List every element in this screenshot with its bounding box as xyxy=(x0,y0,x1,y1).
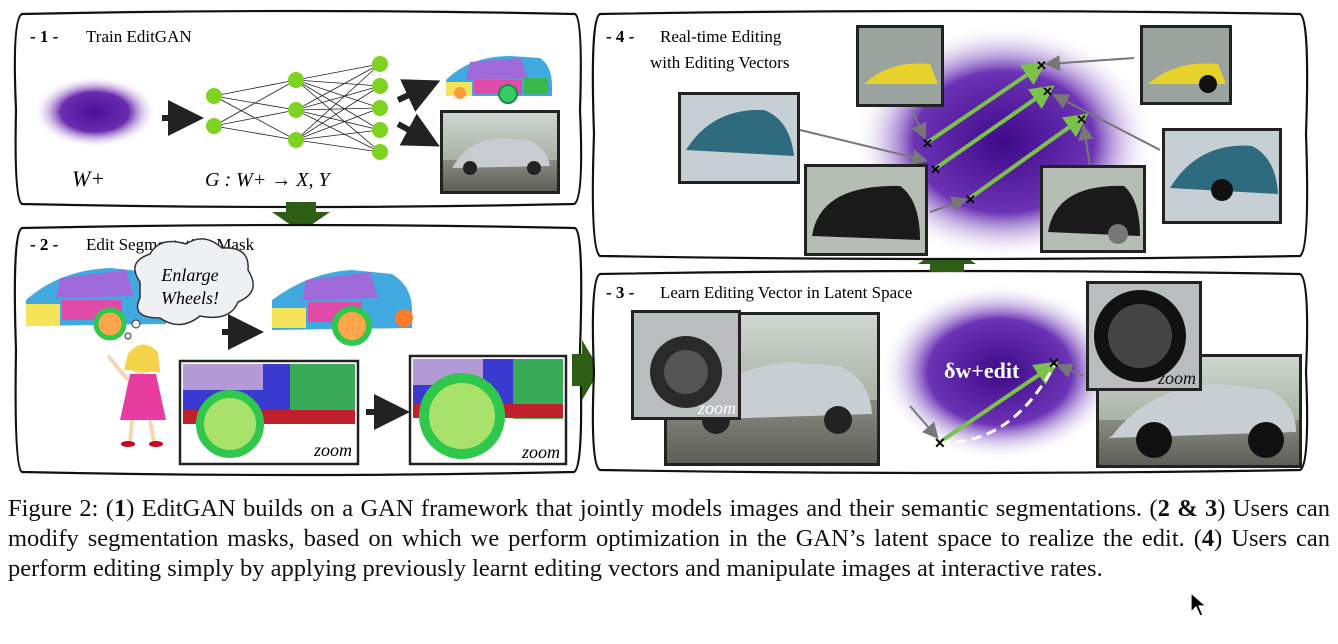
photo-teal-car xyxy=(678,92,800,184)
start-marker: ✕ xyxy=(934,437,946,452)
figure-caption: Figure 2: (1) EditGAN builds on a GAN fr… xyxy=(8,494,1330,584)
arrow-to-image xyxy=(396,113,440,147)
panel-1-title: Train EditGAN xyxy=(86,27,192,46)
svg-text:✕: ✕ xyxy=(1036,58,1047,73)
flow-arrow-1-to-2 xyxy=(272,202,330,232)
network-node xyxy=(372,56,388,72)
edit-vector-arrows: ✕ ✕ ✕ ✕ ✕ ✕ xyxy=(799,55,1161,213)
figure: - 1 - Train EditGAN W+ G : W+ → X, Y xyxy=(13,9,1309,477)
caption-bold-3: 4 xyxy=(1201,525,1215,552)
zoom-after: zoom xyxy=(408,354,568,466)
network-node xyxy=(372,122,388,138)
optimization-path xyxy=(939,365,1056,444)
svg-text:✕: ✕ xyxy=(965,192,976,207)
panel-2-number: - 2 - xyxy=(30,235,59,254)
svg-text:- 1 -: - 1 - xyxy=(30,27,59,46)
zoom-before: zoom xyxy=(178,359,360,466)
caption-bold-1: 1 xyxy=(113,495,127,522)
bubble-line-1: Enlarge xyxy=(160,265,218,285)
source-wheel-zoom: zoom xyxy=(631,310,741,420)
network-node xyxy=(372,100,388,116)
network-node xyxy=(206,118,222,134)
mouse-cursor-icon xyxy=(1190,592,1208,617)
caption-bold-2: 2 & 3 xyxy=(1157,495,1218,522)
panel-3-number: - 3 - xyxy=(606,283,635,302)
caption-text-2: ) Users can modify segmentation masks, b… xyxy=(8,495,1330,552)
caption-text-1: ) EditGAN builds on a GAN framework that… xyxy=(126,495,1158,522)
panel-3-title: Learn Editing Vector in Latent Space xyxy=(660,283,912,302)
photo-yellow-car xyxy=(856,25,944,107)
source-car-photo xyxy=(664,312,880,466)
photo-black-suv-edited xyxy=(1040,165,1146,253)
segmentation-car-output xyxy=(446,56,552,104)
panel-3-zoom-right-label: zoom xyxy=(1157,368,1196,388)
speech-bubble: Enlarge Wheels! xyxy=(124,238,254,340)
panel-4-title-line-1: Real-time Editing xyxy=(660,27,782,46)
caption-text-3: ) Users can perform editing simply by ap… xyxy=(8,525,1330,582)
editing-vector-label: δw+edit xyxy=(944,358,1020,383)
network-node xyxy=(372,144,388,160)
network-node xyxy=(372,78,388,94)
latent-space-blob xyxy=(33,76,157,148)
photo-teal-car-edited xyxy=(1162,128,1282,224)
flow-arrow-2-to-3 xyxy=(572,340,600,400)
edited-segmentation-car xyxy=(272,270,413,346)
source-to-latent-arrow xyxy=(909,405,939,440)
photo-black-suv xyxy=(804,164,928,256)
photo-yellow-car-edited xyxy=(1140,25,1232,105)
editing-vector-arrow xyxy=(938,361,1059,444)
cartoon-girl xyxy=(106,344,166,447)
latent-space-blob-3 xyxy=(880,284,1120,460)
panel-1: - 1 - Train EditGAN W+ G : W+ → X, Y xyxy=(13,9,583,209)
latent-to-output-arrow xyxy=(1056,363,1085,378)
panel-4-title-line-2: with Editing Vectors xyxy=(650,53,789,72)
network-node xyxy=(206,88,222,104)
network-node xyxy=(288,72,304,88)
generated-car-image xyxy=(440,110,560,194)
svg-text:✕: ✕ xyxy=(922,136,933,151)
svg-text:✕: ✕ xyxy=(930,162,941,177)
panel-4: - 4 - Real-time Editing with Editing Vec… xyxy=(591,9,1309,261)
panel-1-number: - 1 - xyxy=(30,27,59,46)
panel-4-number: - 4 - xyxy=(606,27,635,46)
latent-label: W+ xyxy=(72,166,105,191)
panel-2: - 2 - Edit Segmentation Mask Enlarge Whe… xyxy=(13,223,583,477)
panel-3-zoom-left-label: zoom xyxy=(697,398,736,418)
zoom-left-label: zoom xyxy=(313,440,352,460)
source-segmentation-car xyxy=(26,268,166,341)
caption-prefix: Figure 2: ( xyxy=(8,495,114,522)
network-node xyxy=(288,132,304,148)
svg-text:✕: ✕ xyxy=(1042,84,1053,99)
generator-network xyxy=(213,63,381,153)
network-node xyxy=(288,102,304,118)
arrow-to-segmentation xyxy=(396,79,441,112)
end-marker: ✕ xyxy=(1048,357,1060,372)
zoom-right-label: zoom xyxy=(521,442,560,462)
generator-label: G : W+ → X, Y xyxy=(205,169,331,191)
bubble-line-2: Wheels! xyxy=(161,288,219,308)
svg-text:✕: ✕ xyxy=(1076,112,1087,127)
network-nodes xyxy=(206,56,388,160)
panel-3: - 3 - Learn Editing Vector in Latent Spa… xyxy=(591,269,1309,475)
edited-wheel-zoom: zoom xyxy=(1086,281,1202,391)
